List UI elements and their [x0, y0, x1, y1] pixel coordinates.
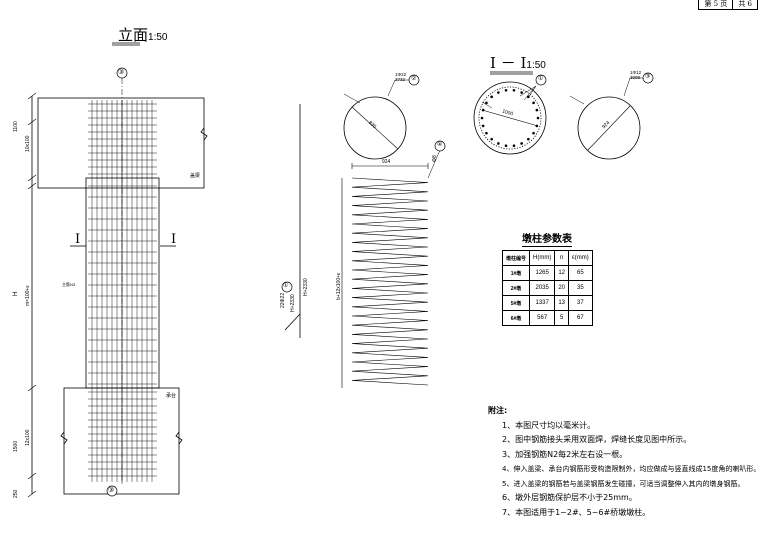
callout-1-n1-text: ① — [283, 283, 289, 289]
table-cell: 13 — [554, 295, 570, 311]
spiral-width-dim: 924 — [382, 159, 391, 165]
table-cell: 67 — [568, 310, 593, 326]
break-mark — [175, 431, 183, 445]
table-header-cell: H(mm) — [529, 250, 556, 266]
callout-4-text: ④ — [437, 142, 443, 148]
dim-250: 250 — [13, 489, 19, 498]
note-item: 5、进入盖梁的钢筋若与盖梁钢筋发生碰撞，可适当调整伸入其内的墩身钢筋。 — [502, 479, 745, 488]
table-cell: 567 — [529, 310, 556, 326]
callout-3-top — [116, 67, 128, 79]
section-main-bars — [480, 88, 540, 148]
n2-spec: 1Φ22 2732 — [395, 72, 407, 82]
note-item: 3、加强钢筋N2每2米左右设一根。 — [502, 449, 628, 459]
section-mark-right: I — [171, 232, 177, 247]
break-mark — [60, 431, 68, 445]
table-cell: 2035 — [529, 280, 556, 296]
dim-column-spacing: m=100+ε — [25, 285, 31, 306]
cap-beam-outline — [37, 97, 205, 189]
table-row: 6#墩 567 5 67 — [501, 310, 593, 326]
elevation-title: 立面1:50 — [118, 26, 168, 44]
dim-1500: 1500 — [13, 440, 19, 452]
pier-parameter-table: 墩柱编号 H(mm) n ε(mm) 1#墩 1265 12 65 2#墩 20… — [501, 250, 593, 326]
note-item: 6、墩外层钢筋保护层不小于25mm。 — [502, 493, 637, 502]
table-cell: 12 — [554, 265, 570, 281]
table-cell: 35 — [568, 280, 593, 296]
section-mark-left: I — [75, 232, 81, 247]
callout-3-bottom-text: ③ — [108, 487, 115, 494]
callout-3-bottom — [106, 485, 118, 497]
callout-2-text: ② — [411, 76, 417, 82]
table-row: 1#墩 1265 12 65 — [501, 265, 593, 281]
break-mark — [200, 127, 208, 141]
notes-heading: 附注: — [488, 406, 508, 415]
section-title: I － I1:50 — [490, 54, 546, 72]
table-cell: 5#墩 — [501, 295, 531, 311]
note-item: 2、图中钢筋接头采用双面焊，焊缝长度见图中所示。 — [502, 435, 692, 444]
callout-4 — [434, 140, 446, 152]
page-total: 共 6 — [732, 0, 757, 9]
table-header-cell: 墩柱编号 — [501, 250, 531, 266]
table-cell: 6#墩 — [501, 310, 531, 326]
n1-bar-count: 22Φ22 — [280, 292, 286, 308]
callout-2 — [408, 74, 420, 86]
rebar-cage — [88, 100, 157, 484]
n1-length-a: H+2330 — [290, 294, 296, 312]
note-item: 7、本图适用于1~2#、5~6#桥墩墩柱。 — [502, 507, 651, 517]
callout-1-section — [535, 74, 547, 86]
table-row: 5#墩 1337 13 37 — [501, 295, 593, 311]
section-circle-main — [473, 81, 547, 155]
table-header-cell: ε(mm) — [568, 250, 593, 266]
page-number-box: 第 5 页 共 6 — [698, 0, 758, 10]
note-item: 4、伸入盖梁、承台内钢筋形受构造限制外，均应做成与竖直线成15度角的喇叭形。 — [502, 465, 760, 473]
section-circle-n2 — [343, 96, 407, 160]
table-cell: 65 — [568, 265, 593, 281]
dim-cap-spacing: 10x100 — [25, 135, 31, 152]
table-cell: 20 — [554, 280, 570, 296]
column-outline — [85, 177, 160, 389]
callout-3-top-text: ③ — [118, 69, 125, 76]
main-bar-label: 主筋N3 — [62, 282, 76, 287]
dim-1100: 1100 — [13, 121, 19, 132]
table-header-row: 墩柱编号 H(mm) n ε(mm) — [501, 250, 593, 266]
n3-spec: 1Φ12 3008 — [630, 70, 642, 80]
table-header-cell: n — [554, 250, 570, 266]
table-cell: 5 — [554, 310, 570, 326]
table-row: 2#墩 2035 20 35 — [501, 280, 593, 296]
table-cell: 1337 — [529, 295, 556, 311]
table-cell: 2#墩 — [501, 280, 531, 296]
note-item: 1、本图尺寸均以毫米计。 — [502, 420, 596, 430]
table-title: 墩柱参数表 — [522, 230, 572, 247]
footing-label: 承台 — [166, 393, 177, 399]
n1-length-b: H+2330 — [303, 278, 309, 296]
page-current: 第 5 页 — [704, 0, 728, 8]
callout-1-n1 — [281, 281, 293, 293]
table-cell: 37 — [568, 295, 593, 311]
spiral-length-dim: b+12x100+ε — [336, 272, 342, 300]
table-cell: 1265 — [529, 265, 556, 281]
notes-block: 附注: 1、本图尺寸均以毫米计。 2、图中钢筋接头采用双面焊，焊缝长度见图中所示… — [488, 404, 760, 520]
dim-H: H — [13, 291, 19, 296]
table-cell: 1#墩 — [501, 265, 531, 281]
callout-1-section-text: ① — [538, 76, 544, 82]
spiral-spec: Φ8 — [432, 155, 438, 162]
cap-beam-label: 盖梁 — [190, 173, 201, 179]
spiral-stirrup — [351, 177, 429, 386]
dim-footing-spacing: 12x100 — [25, 429, 31, 446]
section-circle-n3 — [577, 96, 641, 160]
callout-3-section-text: ③ — [645, 74, 651, 80]
callout-3-section — [642, 72, 654, 84]
